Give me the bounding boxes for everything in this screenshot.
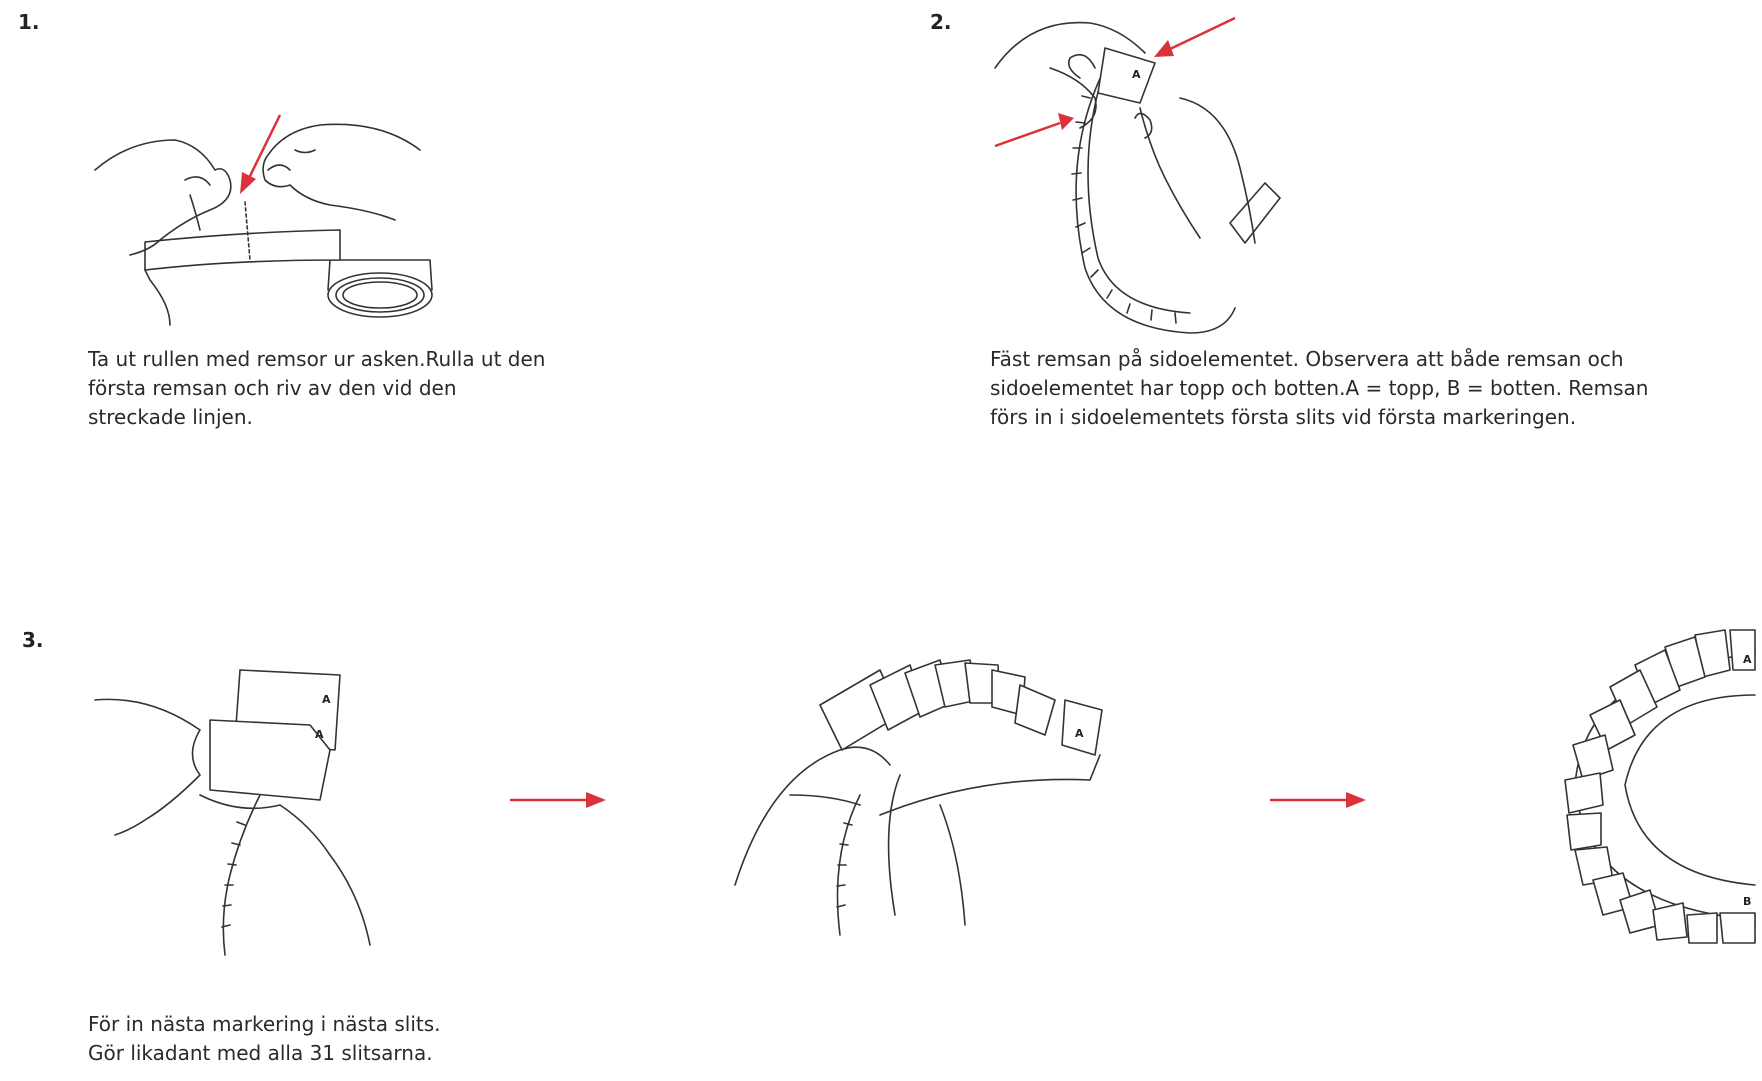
step-1-illustration (90, 110, 450, 350)
step-3-illustration-row: A (730, 655, 1150, 955)
step-3-caption-line-1: För in nästa markering i nästa slits. (88, 1010, 608, 1039)
step-2-number: 2. (930, 10, 952, 34)
step-3-arrow-1 (510, 790, 610, 810)
step-2-caption: Fäst remsan på sidoelementet. Observera … (990, 345, 1690, 432)
step-3-caption: För in nästa markering i nästa slits. Gö… (88, 1010, 608, 1068)
strip-label-a: A (1075, 727, 1084, 740)
strip-label-a: A (1743, 653, 1752, 666)
step-3-caption-line-2: Gör likadant med alla 31 slitsarna. (88, 1039, 608, 1068)
strip-label-a: A (315, 728, 324, 741)
strip-label-a: A (322, 693, 331, 706)
step-3-number: 3. (22, 628, 44, 652)
step-3-arrow-2 (1270, 790, 1370, 810)
step-1-number: 1. (18, 10, 40, 34)
step-3-illustration-hands: A A (90, 655, 430, 955)
step-1-caption: Ta ut rullen med remsor ur asken.Rulla u… (88, 345, 558, 432)
strip-label-a: A (1132, 68, 1141, 81)
strip-label-b: B (1743, 895, 1751, 908)
step-3-illustration-finished: A B (1495, 625, 1755, 945)
step-2-illustration: A (990, 8, 1290, 348)
